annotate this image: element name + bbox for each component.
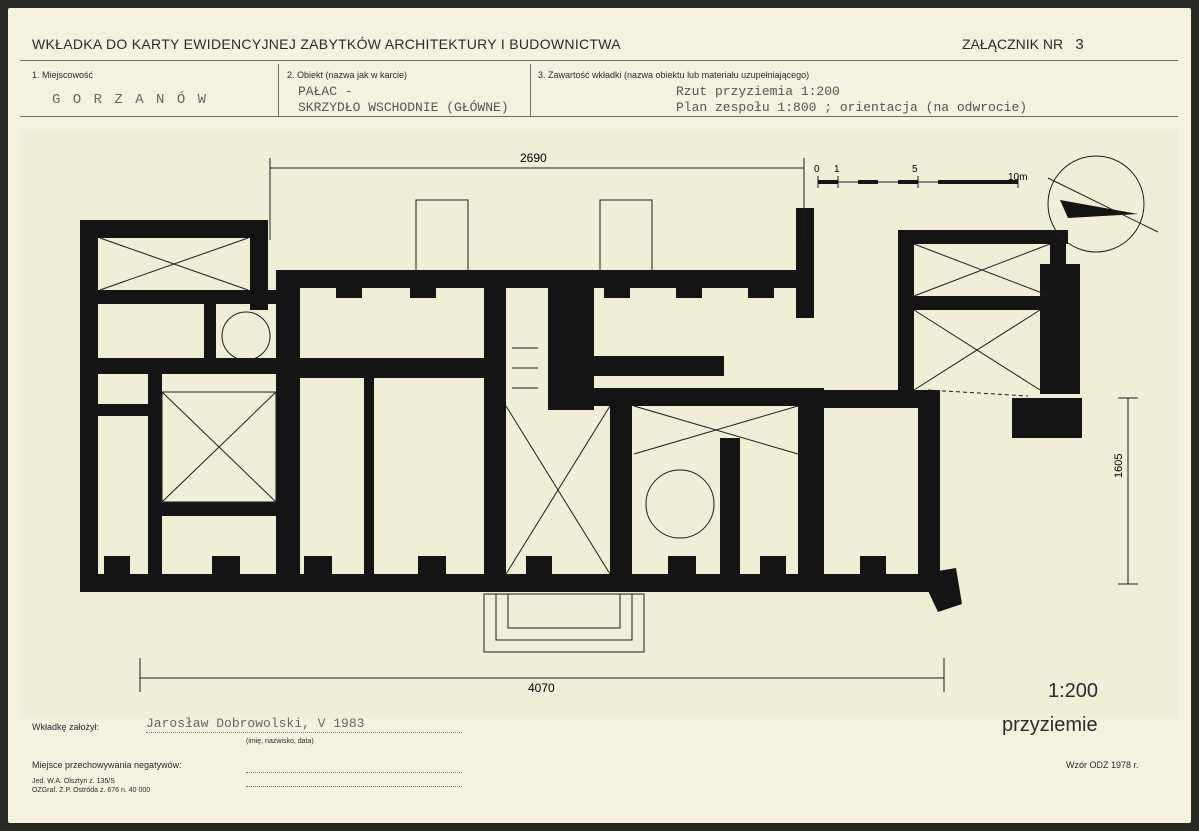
level-text: przyziemie <box>1002 714 1098 736</box>
record-sheet: WKŁADKA DO KARTY EWIDENCYJNEJ ZABYTKÓW A… <box>8 8 1191 823</box>
north-arrow <box>1047 155 1159 253</box>
made-by-line <box>146 732 462 733</box>
negatives-label: Miejsce przechowywania negatywów: <box>32 760 182 770</box>
print-line-1: Jed. W.A. Olsztyn z. 135/S <box>32 778 115 785</box>
made-by-label: Wkładkę założył: <box>32 722 100 732</box>
made-by-hint: (imię, nazwisko, data) <box>246 738 314 745</box>
field-3-value-line2: Plan zespołu 1:800 ; orientacja (na odwr… <box>676 100 1028 115</box>
scale-tick-0: 0 <box>814 164 820 175</box>
plan-walls <box>80 208 1082 612</box>
field-3-label: 3. Zawartość wkładki (nazwa obiektu lub … <box>538 70 810 80</box>
scale-text: 1:200 <box>1048 680 1099 702</box>
negatives-line-2 <box>246 786 462 787</box>
scale-tick-5: 5 <box>912 164 918 175</box>
sheet-title: WKŁADKA DO KARTY EWIDENCYJNEJ ZABYTKÓW A… <box>32 36 621 52</box>
floor-plan-drawing: 2690 4070 1605 0 1 5 10m <box>80 151 1159 695</box>
field-1-label: 1. Miejscowość <box>32 70 94 80</box>
field-1-value: G O R Z A N Ó W <box>52 92 209 108</box>
made-by-value: Jarosław Dobrowolski, V 1983 <box>146 716 365 731</box>
header-rule <box>20 60 1178 61</box>
form-number: Wzór ODZ 1978 r. <box>1066 760 1139 770</box>
scale-bar-fills <box>818 180 1018 184</box>
field-row-rule <box>20 116 1178 117</box>
dimension-top-label: 2690 <box>520 151 547 165</box>
attachment-number: 3 <box>1075 37 1085 54</box>
field-2-label: 2. Obiekt (nazwa jak w karcie) <box>287 70 408 80</box>
negatives-line <box>246 772 462 773</box>
field-2-value-line1: PAŁAC - <box>298 84 353 99</box>
attachment-label-text: ZAŁĄCZNIK NR <box>962 36 1064 52</box>
scale-tick-10m: 10m <box>1008 172 1027 183</box>
print-line-2: OZGraf. Z.P. Ostróda z. 676 n. 40 000 <box>32 787 151 794</box>
field-divider-2 <box>530 64 531 116</box>
dimension-bottom-label: 4070 <box>528 681 555 695</box>
attachment-label: ZAŁĄCZNIK NR 3 <box>962 36 1084 54</box>
plan-vault-lines <box>99 237 1051 575</box>
field-2-value-line2: SKRZYDŁO WSCHODNIE (GŁÓWNE) <box>298 100 509 115</box>
field-divider-1 <box>278 64 279 116</box>
dimension-side-label: 1605 <box>1113 454 1125 478</box>
field-3-value-line1: Rzut przyziemia 1:200 <box>676 84 840 99</box>
plan-stairs <box>415 199 653 653</box>
scale-tick-1: 1 <box>834 164 840 175</box>
